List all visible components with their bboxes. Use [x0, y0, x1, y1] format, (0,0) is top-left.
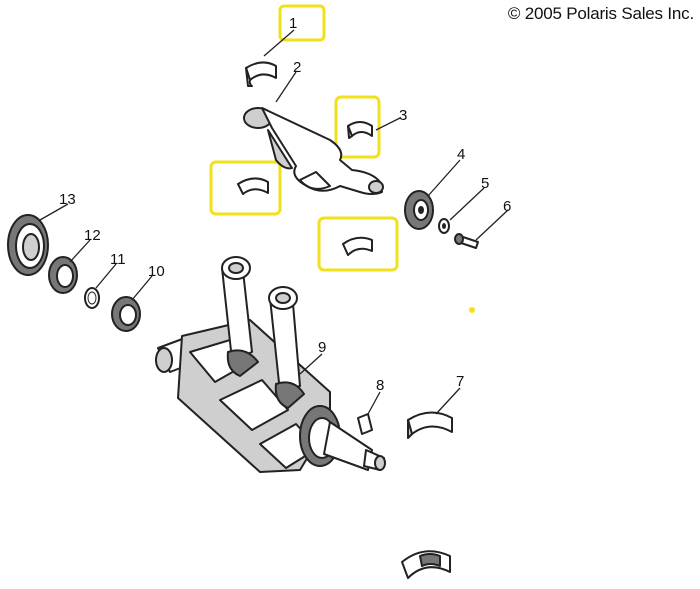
highlight-box-bearing-lower	[317, 216, 399, 272]
callout-9: 9	[318, 339, 326, 356]
callout-5: 5	[481, 175, 489, 192]
highlight-box-bearing-left	[209, 160, 282, 216]
callout-7: 7	[456, 373, 464, 390]
part-8-key[interactable]	[357, 413, 373, 435]
callout-3: 3	[399, 107, 407, 124]
callout-6: 6	[503, 198, 511, 215]
part-7-bearing-shell[interactable]	[407, 411, 453, 439]
callout-12: 12	[84, 227, 101, 244]
part-11-snap-ring[interactable]	[84, 287, 100, 309]
part-1-bearing-shell[interactable]	[245, 61, 277, 87]
bearing-shell-bottom[interactable]	[401, 550, 451, 579]
part-3-bearing-shell[interactable]	[347, 121, 373, 139]
callout-10: 10	[148, 263, 165, 280]
callout-13: 13	[59, 191, 76, 208]
bearing-shell-left[interactable]	[237, 177, 269, 195]
part-6-bolt[interactable]	[454, 233, 479, 249]
bearing-shell-lower[interactable]	[342, 236, 373, 256]
part-9-crankshaft[interactable]	[155, 256, 386, 473]
part-4-gear[interactable]	[404, 190, 434, 230]
callout-1: 1	[289, 15, 297, 32]
callout-8: 8	[376, 377, 384, 394]
highlight-box-callout-1	[278, 4, 326, 42]
leader-lines	[39, 29, 509, 415]
part-10-bearing[interactable]	[111, 296, 141, 332]
callout-11: 11	[110, 251, 126, 268]
callout-4: 4	[457, 146, 465, 163]
callout-2: 2	[293, 59, 301, 76]
part-2-balancer-shaft[interactable]	[243, 107, 384, 195]
part-13-seal[interactable]	[7, 214, 49, 276]
highlight-box-part-3	[334, 95, 381, 159]
part-5-washer[interactable]	[438, 218, 450, 234]
highlight-dot	[469, 307, 475, 313]
copyright-notice: © 2005 Polaris Sales Inc.	[507, 4, 694, 23]
part-12-bearing[interactable]	[48, 256, 78, 294]
